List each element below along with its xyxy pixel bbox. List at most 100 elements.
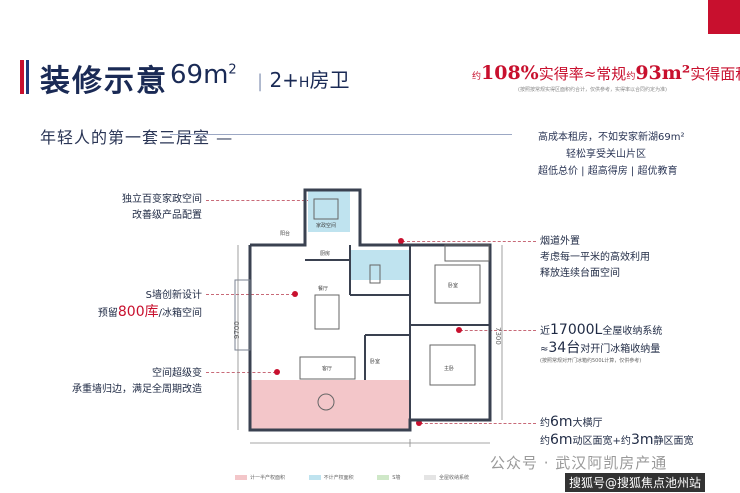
callout-flue-line1: 烟道外置 [540,236,580,247]
area-unit: m [203,60,229,90]
plan-zone-laundry [308,190,350,232]
layout-rooms: 2+ [269,68,299,92]
legend-item-4: 全屋收纳系统 [424,474,469,481]
legend-label-2: 不计产权面积 [323,475,354,481]
plan-label-bedroom-2: 卧室 [370,358,380,365]
callout-storage-post: 全屋收纳系统 [602,326,663,337]
plan-label-living: 客厅 [322,365,332,372]
callout-hall-line2-big2: 3m [630,432,654,448]
plan-label-laundry: 家政空间 [316,222,336,229]
callout-hall-line2-mid: 动区面宽+约 [572,436,631,447]
callout-storage-line2-post: 对开门冰箱收纳量 [580,344,661,355]
plan-label-balcony: 阳台 [280,230,290,237]
legend-swatch-blue [308,475,321,480]
plan-toilet [369,264,381,284]
callout-hall-line2-pre: 约 [540,436,550,447]
pitch-line-2: 轻松享受关山片区 [566,149,646,160]
plan-label-kitchen: 厨房 [320,250,330,257]
callout-storage-note: (按照常规对开门冰箱约500L计算，仅供参考) [540,358,642,364]
plan-zone-living [250,380,410,430]
pitch-line-3: 超低总价 | 超高得房 | 超优教育 [538,166,678,177]
callout-hall-pre: 约 [540,418,550,429]
leader-line-hall [420,423,536,424]
callout-s-wall-highlight: 800库 [117,304,159,320]
floor-plan: 阳台 家政空间 厨房 餐厅 客厅 卧室 卧室 主卧 9700 7300 6000… [233,188,503,447]
plan-dim-right: 7300 [494,327,502,345]
callout-laundry-line1: 独立百变家政空间 [122,194,202,205]
callout-hall-line2-big: 6m [550,432,573,448]
callout-flue-line2: 考虑每一平米的高效利用 [540,252,650,263]
plan-dim-left: 9700 [233,321,241,339]
plan-label-dining: 餐厅 [318,285,328,292]
callout-flue: 烟道外置 考虑每一平米的高效利用 释放连续台面空间 [540,234,650,282]
callout-flex-line1: 空间超级变 [152,368,202,379]
callout-storage-big: 17000L [550,322,603,338]
legend-label-4: 全屋收纳系统 [439,475,470,481]
plan-washer [313,198,339,220]
plan-bed-2 [434,264,481,304]
plan-label-bedroom-1: 卧室 [448,282,458,289]
sohu-stamp: 搜狐号@搜狐焦点池州站 [565,473,706,492]
leader-line-laundry [206,200,310,201]
subtitle-divider [170,134,512,135]
leader-dot-s-wall [292,291,298,297]
callout-s-wall-line1: S墙创新设计 [145,290,202,301]
callout-laundry: 独立百变家政空间 改善级产品配置 [60,192,202,224]
callout-storage-pre: 近 [540,326,550,337]
callout-storage-line2-pre: ≈ [540,344,549,355]
unit-area: 69m2 [170,60,237,90]
unit-layout: | 2+H房卫 [257,64,349,93]
rate-footnote: (按照按常规实得区面积约合计，仅供参考，实得率以合同约定为准) [518,87,667,93]
leader-line-storage [460,330,536,331]
plan-coffee-table [317,393,335,411]
title-accent-navy [26,60,29,94]
plan-bed-master [429,344,476,386]
callout-hall-post: 大横厅 [572,418,603,429]
legend-item-1: 计一半产权面积 [235,474,285,481]
callout-hall-big: 6m [550,414,573,430]
legend-swatch-grey [424,475,436,480]
area-number: 69 [170,60,204,90]
rate-text: 实得率≈常规 [538,65,627,83]
legend-label-1: 计一半产权面积 [250,475,286,481]
legend-item-3: S墙 [377,474,400,481]
callout-flex-line2: 承重墙归边，满足全周期改造 [72,384,202,395]
area-sup: 2 [228,62,237,78]
pitch-line-1: 高成本租房，不如安家新湖69m² [538,132,685,143]
rate-area: 93m² [635,62,691,84]
callout-flue-line3: 释放连续台面空间 [540,268,620,279]
callout-storage-line2-big: 34台 [548,340,581,356]
callout-flex-space: 空间超级变 承重墙归边，满足全周期改造 [60,366,202,398]
leader-line-flue [402,241,536,242]
callout-hall-line2-post: 静区面宽 [653,436,694,447]
callout-s-wall-pre: 预留 [97,308,118,319]
callout-s-wall-post: /冰箱空间 [158,308,202,319]
header-separator: | [257,71,264,92]
leader-dot-storage [456,327,462,333]
plan-balcony-left [234,279,251,351]
legend-swatch-green [377,475,390,480]
legend-item-2: 不计产权面积 [308,474,354,481]
leader-dot-flue [398,238,404,244]
callout-storage: 近17000L全屋收纳系统 ≈34台对开门冰箱收纳量 (按照常规对开门冰箱约50… [540,322,662,365]
callout-s-wall: S墙创新设计 预留800库/冰箱空间 [60,288,202,322]
title-accent-red [20,60,24,94]
efficiency-rate: 约108%实得率≈常规约93m²实得面积 [472,62,740,84]
plan-wardrobe [444,244,490,262]
callout-laundry-line2: 改善级产品配置 [132,210,202,221]
plan-label-master: 主卧 [444,365,454,372]
plan-outer-wall [248,188,492,432]
plan-dining-table [314,294,340,330]
wechat-watermark: 公众号 · 武汉阿凯房产通 [490,454,668,472]
leader-line-flex [206,372,276,373]
callout-hall: 约6m大横厅 约6m动区面宽+约3m静区面宽 [540,414,693,450]
rate-prefix: 约 [472,72,482,82]
rate-value: 108% [481,62,539,84]
rate-suffix: 实得面积 [690,65,740,83]
leader-dot-hall [416,420,422,426]
leader-dot-flex [274,369,280,375]
legend-label-3: S墙 [392,475,401,481]
layout-tail: 房卫 [309,68,350,92]
plan-sofa [299,356,356,380]
layout-sub: H [298,75,310,91]
